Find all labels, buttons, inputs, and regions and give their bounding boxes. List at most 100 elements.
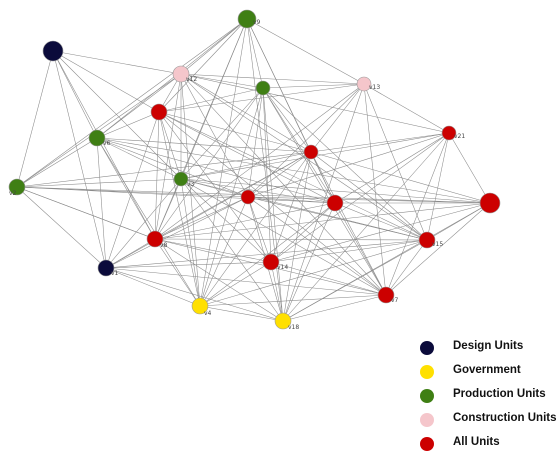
node-label: v6	[103, 140, 111, 147]
graph-edge	[262, 83, 365, 89]
graph-node-n5: v6	[88, 129, 111, 147]
graph-edge	[262, 87, 272, 263]
graph-node-n9: v13	[356, 76, 380, 92]
legend-label-production-units: Production Units	[453, 388, 546, 400]
graph-edge	[310, 83, 365, 153]
graph-edge	[154, 202, 491, 240]
legend-item-all-units: All Units	[420, 434, 550, 454]
node-circle-production	[255, 80, 271, 96]
graph-node-n17	[479, 192, 501, 214]
graph-edge	[199, 261, 272, 307]
node-circle-all	[262, 253, 280, 271]
graph-edge	[105, 151, 312, 269]
graph-edge	[180, 73, 450, 134]
node-circle-all	[479, 192, 501, 214]
graph-edge	[199, 294, 387, 307]
graph-edge	[180, 73, 312, 153]
graph-edge	[270, 261, 284, 322]
graph-node-n8: v12	[172, 65, 197, 83]
graph-edge	[52, 50, 182, 180]
node-circle-government	[274, 312, 292, 330]
graph-edge	[310, 151, 491, 204]
graph-edge	[96, 18, 248, 139]
graph-edge	[334, 202, 387, 296]
graph-edge	[180, 178, 491, 204]
legend-label-construction-units: Construction Units	[453, 412, 557, 424]
graph-edge	[385, 202, 491, 296]
node-circle-design	[97, 259, 115, 277]
graph-edge	[154, 196, 249, 240]
graph-edge	[247, 196, 336, 204]
graph-node-n12	[150, 103, 168, 121]
graph-edge	[158, 111, 201, 307]
graph-edge	[52, 50, 160, 113]
graph-edge	[180, 178, 272, 263]
graph-edge	[270, 239, 428, 263]
graph-edge	[246, 18, 284, 322]
graph-edge	[282, 151, 312, 322]
graph-edge	[105, 267, 201, 307]
graph-edge	[247, 87, 264, 198]
graph-edge	[16, 186, 107, 269]
graph-edge	[105, 111, 160, 269]
node-circle-all	[240, 189, 256, 205]
graph-edge	[16, 186, 156, 240]
graph-edge	[270, 151, 312, 263]
node-label: v21	[454, 133, 465, 140]
legend-swatch-government	[420, 365, 434, 379]
legend-swatch-design-units	[420, 341, 434, 355]
graph-edge	[270, 261, 387, 296]
graph-edge	[105, 267, 284, 322]
graph-edge	[199, 239, 428, 307]
graph-edge	[199, 196, 249, 307]
node-circle-construction	[172, 65, 190, 83]
graph-node-n11: v18	[274, 312, 299, 331]
graph-edge	[262, 87, 312, 153]
graph-edge	[154, 178, 182, 240]
node-label: v2	[9, 190, 17, 197]
graph-edge	[154, 83, 365, 240]
graph-edge	[247, 132, 450, 198]
graph-edge	[158, 111, 336, 204]
graph-node-n7: v3	[173, 171, 195, 188]
graph-node-n2: v1	[97, 259, 119, 277]
node-label: v4	[204, 310, 212, 317]
legend-item-construction-units: Construction Units	[420, 410, 557, 430]
graph-edge	[154, 18, 248, 240]
node-circle-production	[88, 129, 106, 147]
node-label: v1	[111, 270, 119, 277]
graph-edge	[180, 73, 201, 307]
node-circle-construction	[356, 76, 372, 92]
graph-edge	[262, 87, 387, 296]
graph-edge	[154, 238, 201, 307]
graph-edge	[270, 202, 491, 263]
graph-node-n20: v14	[262, 253, 288, 271]
graph-edge	[385, 132, 450, 296]
graph-edge	[158, 87, 264, 113]
graph-edge	[52, 50, 107, 269]
graph-edge	[282, 132, 450, 322]
node-label: v7	[391, 297, 399, 304]
graph-edge	[158, 18, 248, 113]
graph-edge	[247, 196, 491, 204]
graph-edges	[16, 18, 491, 322]
node-circle-production	[8, 178, 26, 196]
graph-node-n19: v15	[418, 231, 443, 249]
graph-node-n6: v2	[8, 178, 26, 197]
graph-edge	[96, 137, 491, 204]
node-label: v13	[369, 84, 380, 91]
node-label: v15	[432, 241, 443, 248]
graph-edge	[246, 18, 264, 89]
graph-edge	[199, 305, 284, 322]
graph-edge	[199, 151, 312, 307]
graph-edge	[270, 132, 450, 263]
graph-edge	[310, 132, 450, 153]
graph-node-n13: v21	[441, 125, 465, 141]
legend-item-production-units: Production Units	[420, 386, 550, 406]
graph-edge	[180, 178, 387, 296]
graph-node-n18	[326, 194, 344, 212]
legend-swatch-production-units	[420, 389, 434, 403]
graph-edge	[154, 87, 264, 240]
